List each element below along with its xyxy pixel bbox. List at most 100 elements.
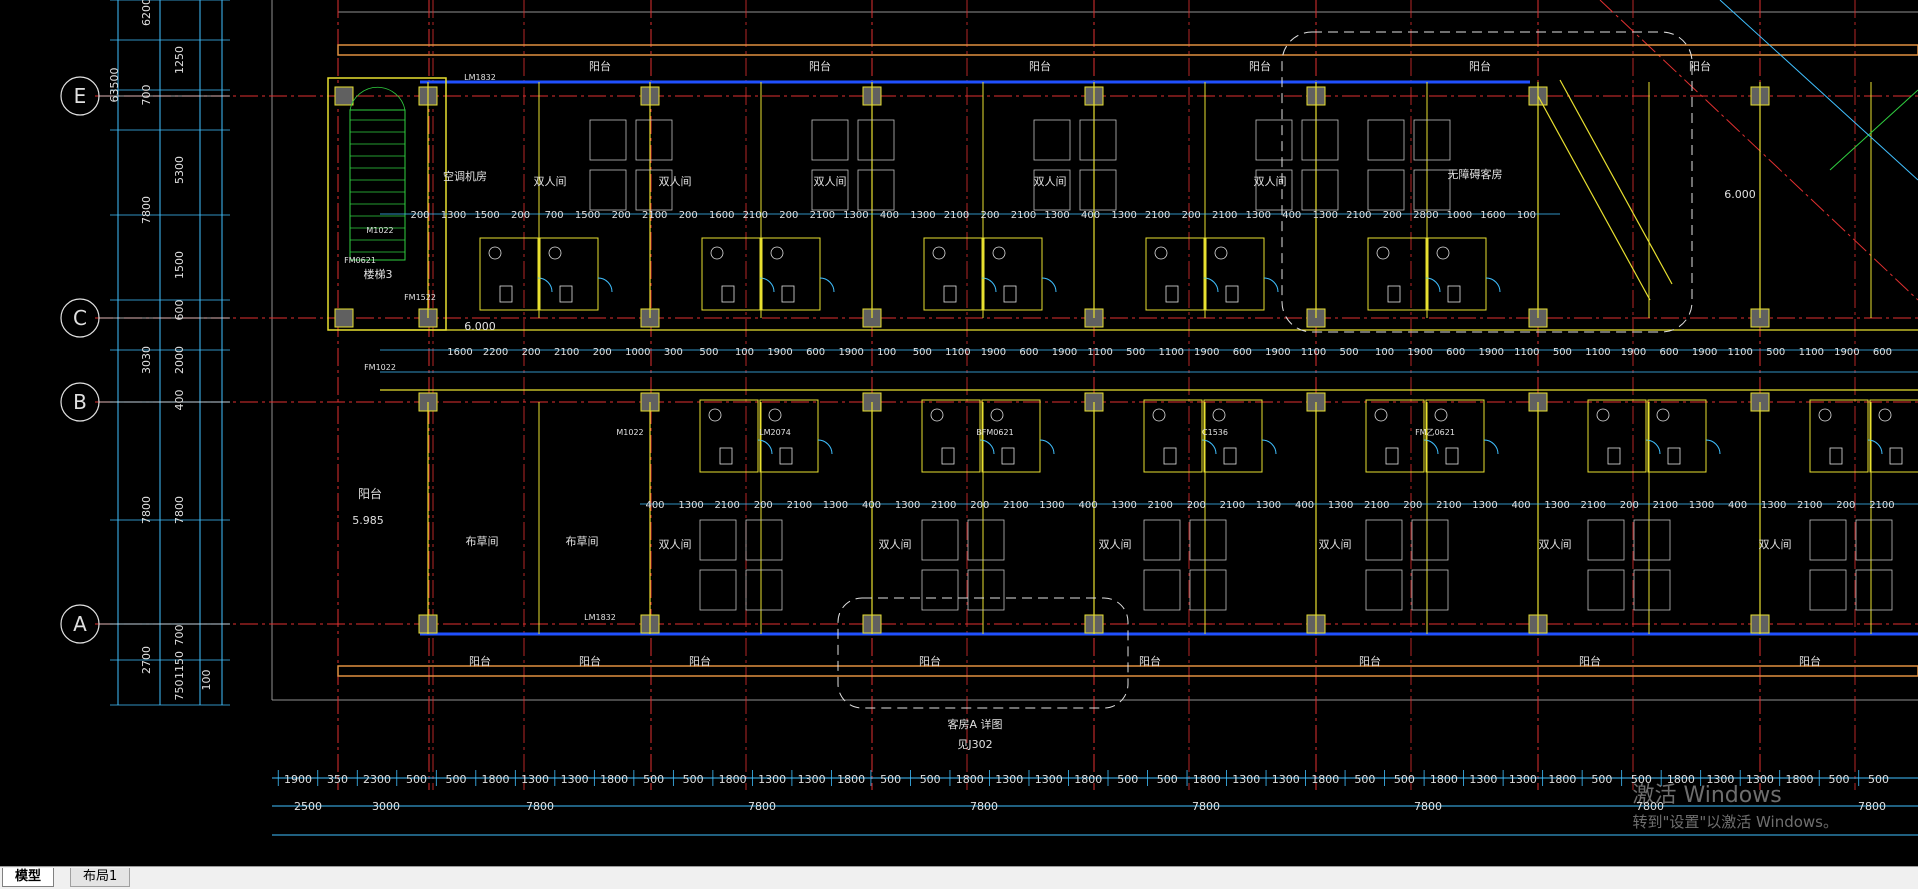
dim-text-bottom: 1800 [482,773,510,786]
dim-text-room: 2100 [1436,500,1461,511]
dim-text-room: 400 [645,500,664,511]
bed [921,569,959,611]
stair-flight [349,109,406,261]
bed [1587,569,1625,611]
toilet-icon [1607,447,1621,465]
dim-text-bottom: 2300 [363,773,391,786]
layout-tab-bar: 模型 布局1 [0,866,1918,889]
dim-text-corridor: 1100 [1087,347,1112,358]
bed [1809,519,1847,561]
dim-text-corridor: 100 [735,347,754,358]
washbasin-icon [1212,408,1226,422]
label-double-room: 双人间 [814,175,847,188]
tab-layout1[interactable]: 布局1 [70,868,131,887]
stair-enclosure [327,77,447,331]
dim-text-room: 2100 [1003,500,1028,511]
label-balcony: 阳台 [358,486,382,501]
dim-text-left: 1250 [173,46,186,74]
door-tag: LM1832 [464,73,496,82]
dim-text-bottom: 7800 [748,800,776,813]
dim-text-room: 2100 [1145,210,1170,221]
structural-column [334,308,354,328]
dim-text-left: 2000 [173,346,186,374]
dim-text-corridor: 1900 [767,347,792,358]
dim-text-room: 1300 [895,500,920,511]
dim-text-corridor: 2200 [483,347,508,358]
dim-text-bottom: 350 [327,773,348,786]
label-balcony: 阳台 [919,654,941,668]
bed [1255,119,1293,161]
dim-text-room: 2100 [1147,500,1172,511]
wing-wall [1537,95,1651,301]
dim-text-room: 200 [1187,500,1206,511]
dim-text-room: 2100 [1212,210,1237,221]
toilet-icon [1003,285,1017,303]
dim-text-corridor: 500 [1766,347,1785,358]
dim-text-corridor: 1100 [1585,347,1610,358]
bed [857,119,895,161]
dim-text-room: 2100 [931,500,956,511]
dim-text-room: 2100 [1797,500,1822,511]
dim-text-room: 200 [779,210,798,221]
dim-text-left: 6200 [140,0,153,26]
toilet-icon [1165,285,1179,303]
dim-text-bottom: 1800 [1311,773,1339,786]
dim-text-room: 400 [1081,210,1100,221]
label-accessible-room: 无障碍客房 [1448,167,1503,181]
label-balcony: 阳台 [1139,654,1161,668]
washbasin-icon [930,408,944,422]
dim-text-room: 400 [880,210,899,221]
dim-text-bottom: 1800 [719,773,747,786]
dim-text-bottom: 500 [1394,773,1415,786]
dim-text-corridor: 1900 [1265,347,1290,358]
dim-text-corridor: 500 [699,347,718,358]
dim-text-corridor: 1900 [1052,347,1077,358]
dim-text-bottom: 500 [1157,773,1178,786]
dim-text-bottom: 1800 [600,773,628,786]
dim-text-room: 400 [1295,500,1314,511]
dim-text-room: 1300 [1111,500,1136,511]
bed [635,119,673,161]
washbasin-icon [1434,408,1448,422]
label-callout: 客房A 详图 [947,717,1002,731]
outer-wall-top [337,44,1918,56]
toilet-icon [1829,447,1843,465]
walls-layer [327,44,1918,677]
bed [1079,169,1117,211]
bed [1301,119,1339,161]
door-tag: M1022 [616,428,643,437]
dim-text-bottom: 1300 [521,773,549,786]
dim-text-room: 2100 [1364,500,1389,511]
tab-model[interactable]: 模型 [2,868,55,887]
dim-text-bottom: 1800 [956,773,984,786]
bathroom [923,237,983,311]
bed [1365,519,1403,561]
dim-text-corridor: 600 [1660,347,1679,358]
stair-curve [349,86,406,111]
dim-text-corridor: 1900 [1479,347,1504,358]
dim-text-room: 1300 [678,500,703,511]
dim-text-bottom: 1300 [1746,773,1774,786]
bed [1143,519,1181,561]
dim-text-room: 200 [754,500,773,511]
label-linen-room: 布草间 [466,535,499,548]
washbasin-icon [1436,246,1450,260]
bed [745,569,783,611]
watermark-title: 激活 Windows [1632,783,1782,808]
door-swing [597,277,613,293]
toilet-icon [721,285,735,303]
dim-text-corridor: 600 [1873,347,1892,358]
washbasin-icon [710,246,724,260]
dim-text-room: 1300 [1689,500,1714,511]
label-double-room: 双人间 [1254,175,1287,188]
dim-text-corridor: 600 [806,347,825,358]
dim-text-corridor: 1900 [1194,347,1219,358]
elevation-mark: 5.985 [352,514,384,527]
bed [967,519,1005,561]
label-ac-room: 空调机房 [443,169,487,183]
dim-text-left: 7800 [140,196,153,224]
label-double-room: 双人间 [659,175,692,188]
